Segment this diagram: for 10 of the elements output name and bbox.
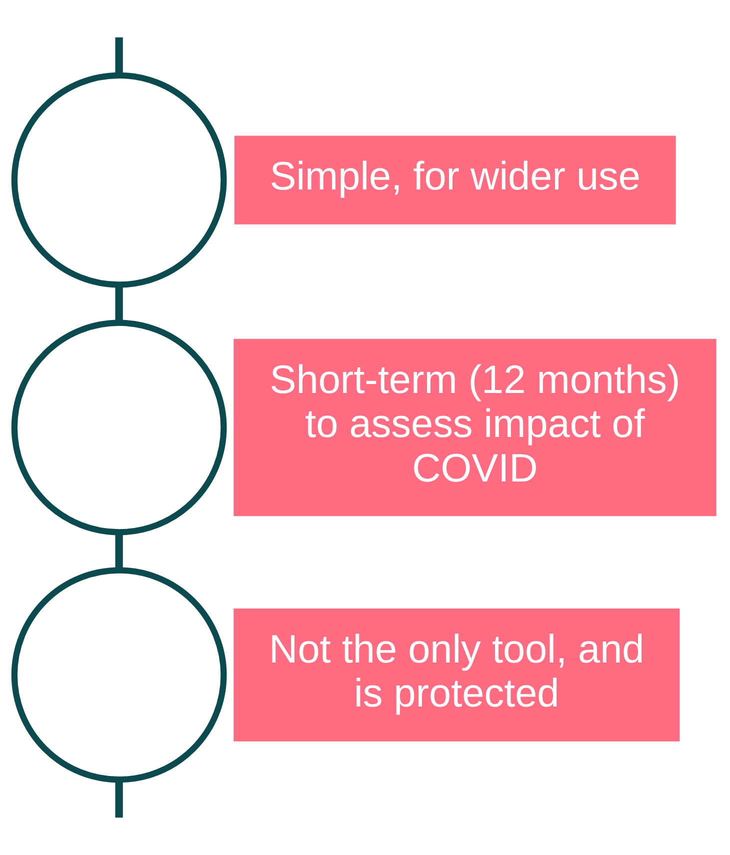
connector [115,285,123,323]
node-box: Simple, for wider use [234,136,676,224]
node-circle [11,72,227,288]
node-circle [11,567,227,783]
connector [115,780,123,818]
node-box: Not the only tool, and is protected [234,608,680,742]
node-circle [11,320,227,536]
connector [115,37,123,75]
connector [115,532,123,570]
node-box: Short-term (12 months) to assess impact of COVID [234,338,716,516]
